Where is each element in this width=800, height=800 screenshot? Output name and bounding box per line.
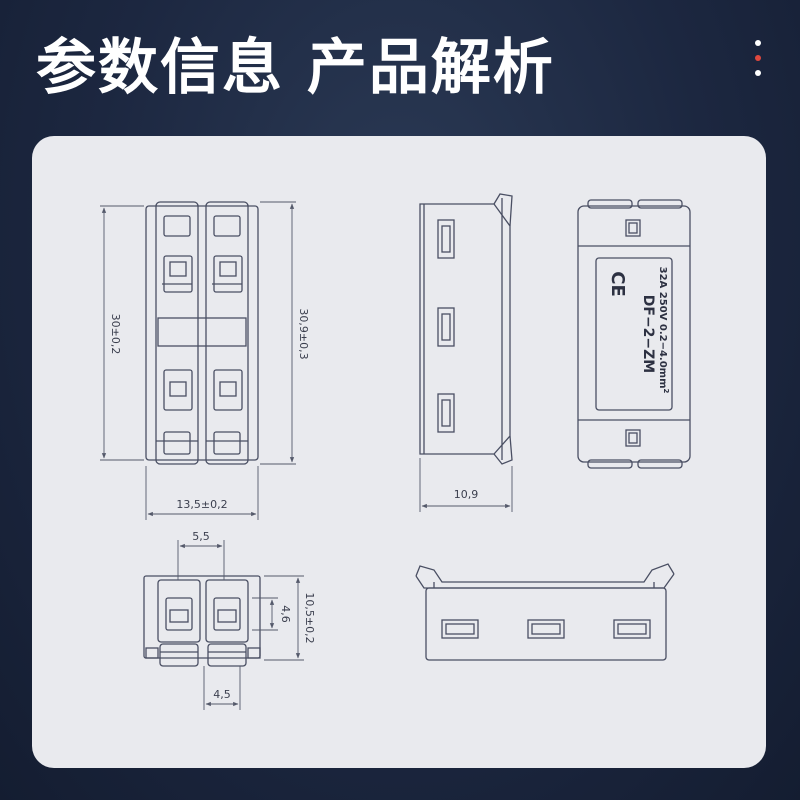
- ce-mark-icon: CE: [607, 271, 628, 297]
- drawing-panel: 30±0,2 30,9±0,3 13,5±0,2 10,9 CE D: [32, 136, 766, 768]
- rating-superscript: 2: [662, 389, 670, 394]
- menu-dot: [755, 70, 761, 76]
- side-view: [419, 193, 513, 465]
- side-width-label: 10,9: [454, 488, 479, 501]
- front-height-total-label: 30,9±0,3: [297, 308, 310, 359]
- front-view: [145, 201, 259, 465]
- bottom-view: [415, 563, 675, 661]
- front-width-label: 13,5±0,2: [176, 498, 227, 511]
- label-view: [577, 199, 691, 469]
- top-view-dimensions: [177, 540, 304, 710]
- top-view: [143, 575, 261, 667]
- top-slot-label: 4,6: [279, 605, 292, 623]
- top-pitch-label: 5,5: [192, 530, 210, 543]
- page-title: 参数信息 产品解析: [36, 33, 555, 103]
- more-menu-icon[interactable]: [752, 40, 764, 76]
- top-opening-label: 4,5: [213, 688, 231, 701]
- side-view-dimensions: [419, 458, 513, 512]
- front-height-outer-label: 30±0,2: [109, 314, 122, 355]
- menu-dot: [755, 55, 761, 61]
- rating-label: 32A 250V 0.2−4.0mm2: [657, 267, 670, 394]
- top-height-label: 10,5±0,2: [303, 592, 316, 643]
- model-label: DF−2−ZM: [640, 295, 656, 373]
- menu-dot: [755, 40, 761, 46]
- rating-text: 32A 250V 0.2−4.0mm: [657, 267, 668, 389]
- technical-drawing: 30±0,2 30,9±0,3 13,5±0,2 10,9 CE D: [100, 193, 691, 710]
- front-view-dimensions: [100, 201, 296, 520]
